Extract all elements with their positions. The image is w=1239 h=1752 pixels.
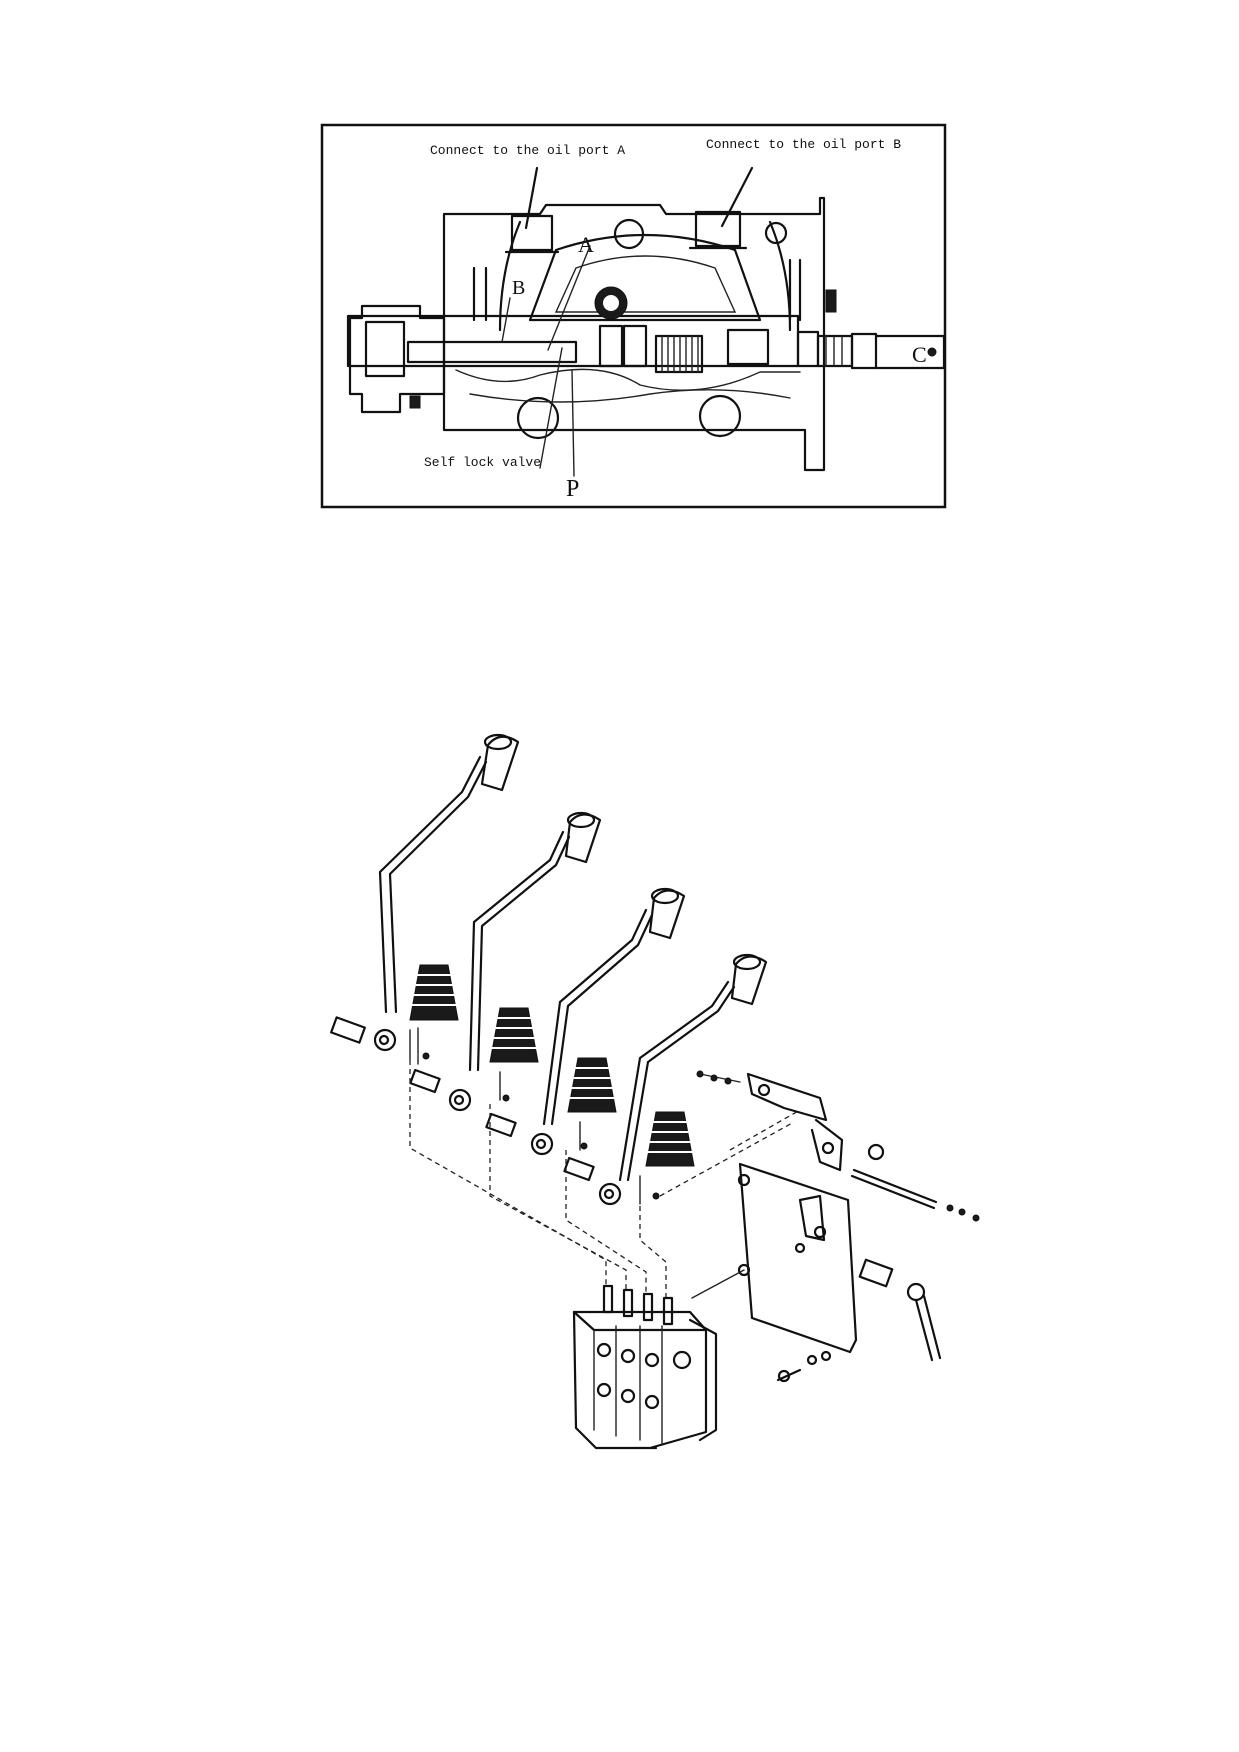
port-b-label: Connect to the oil port B [706,137,901,152]
lock-handle [858,1258,942,1362]
valve-section-frame [320,123,947,509]
control-lever-4 [598,953,768,1206]
control-lever-2 [448,811,602,1112]
mounting-plate [691,1162,858,1354]
upper-bracket [696,1070,844,1172]
port-a-letter: A [578,232,594,257]
port-b-letter: B [512,277,525,299]
spool-clevis: C [796,330,946,370]
valve-body [442,196,837,472]
pivot-shaft [850,1143,980,1222]
pin-bushings [330,1016,660,1205]
leader-lines [501,166,754,477]
assembly-guide-lines [409,1060,801,1298]
multi-way-valve-block [572,1284,718,1450]
rubber-boot-1 [409,964,459,1021]
rubber-boot-4 [645,1111,695,1167]
bottom-fasteners [776,1350,832,1383]
svg-text:C: C [912,342,927,367]
rubber-boot-2 [489,1007,539,1063]
rubber-boot-3 [567,1057,617,1113]
port-a-pipe [504,214,560,254]
self-lock-valve-label: Self lock valve [424,455,541,470]
port-a-label: Connect to the oil port A [430,143,625,158]
port-b-pipe [688,210,748,250]
control-lever-1 [373,733,520,1052]
pressure-port-letter: P [566,476,579,502]
left-end-cap [348,304,446,414]
control-lever-3 [530,887,686,1156]
